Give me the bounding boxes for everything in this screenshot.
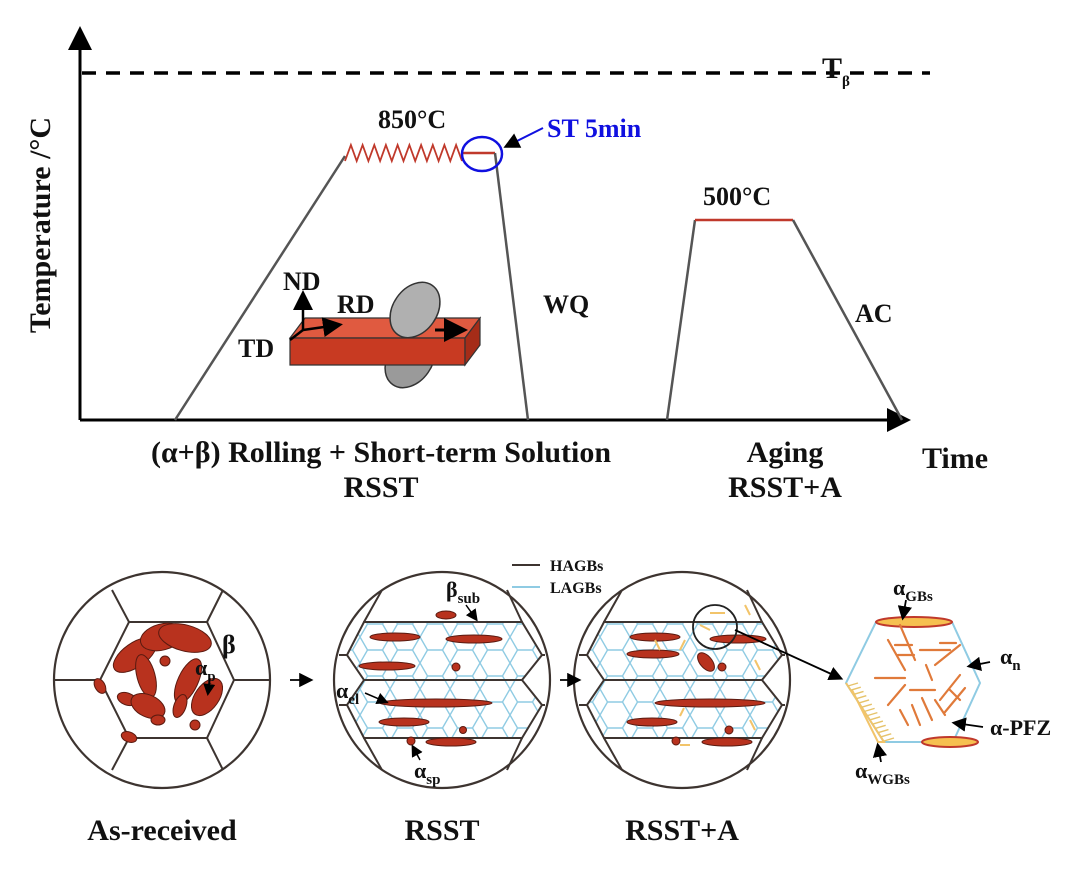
solution-temp-label: 850°C bbox=[378, 105, 446, 134]
solution-hold-label: ST 5min bbox=[547, 114, 642, 143]
beta-label: β bbox=[222, 630, 236, 659]
td-label: TD bbox=[238, 334, 274, 363]
ac-label: AC bbox=[855, 299, 893, 328]
rolling-zigzag bbox=[344, 142, 463, 164]
alpha-wgbs-label: αWGBs bbox=[855, 758, 910, 788]
alpha-p-label: αp bbox=[195, 655, 216, 685]
rd-label: RD bbox=[337, 290, 375, 319]
air-cool-line bbox=[791, 219, 904, 421]
as-received-particles bbox=[93, 622, 224, 743]
legend-lagbs: LAGBs bbox=[550, 580, 602, 597]
microstructure-schematics bbox=[52, 570, 792, 790]
stage1-title: (α+β) Rolling + Short-term Solution bbox=[151, 436, 611, 469]
alpha-n-label: αn bbox=[1000, 644, 1021, 674]
x-axis-label: Time bbox=[922, 442, 988, 475]
rsst-a-particles bbox=[626, 632, 767, 747]
aged-grain-detail: αGBs αn α-PFZ αWGBs bbox=[844, 575, 1051, 788]
grain-circle bbox=[52, 570, 272, 790]
grain-3 bbox=[572, 570, 792, 790]
zoom-circle bbox=[692, 604, 738, 650]
grain-1 bbox=[52, 570, 272, 790]
hold-highlight-circle bbox=[460, 135, 504, 173]
y-axis-label: Temperature /°C bbox=[24, 117, 57, 333]
aging-ramp bbox=[665, 219, 697, 421]
heating-ramp bbox=[173, 155, 347, 421]
wq-label: WQ bbox=[543, 290, 589, 319]
aging-temp-label: 500°C bbox=[703, 182, 771, 211]
water-quench-line bbox=[493, 152, 530, 421]
caption-rsst: RSST bbox=[404, 814, 479, 847]
hold-arrow bbox=[503, 127, 544, 148]
stage2-title: Aging bbox=[747, 436, 824, 469]
alpha-gbs-label: αGBs bbox=[893, 575, 933, 605]
legend-hagbs: HAGBs bbox=[550, 558, 603, 575]
rolling-illustration: ND RD TD bbox=[238, 267, 482, 389]
rsst-particles bbox=[358, 610, 503, 747]
nd-label: ND bbox=[283, 267, 321, 296]
alpha-pfz-label: α-PFZ bbox=[990, 715, 1051, 740]
beta-sub-label: βsub bbox=[446, 577, 480, 607]
caption-as-received: As-received bbox=[87, 814, 237, 847]
rsst-a-lagb-precipitates bbox=[654, 604, 761, 746]
zoom-arrow bbox=[734, 629, 844, 681]
grain-boundary-legend: HAGBs LAGBs bbox=[512, 558, 603, 597]
grain-circle bbox=[332, 570, 552, 790]
stage1-code: RSST bbox=[343, 471, 418, 504]
alpha-el-label: αel bbox=[336, 678, 359, 708]
caption-rsst-a: RSST+A bbox=[625, 814, 739, 847]
alpha-sp-label: αsp bbox=[414, 758, 440, 788]
beta-transus-label: Tβ bbox=[822, 52, 850, 90]
stage2-code: RSST+A bbox=[728, 471, 842, 504]
grain-2 bbox=[332, 570, 552, 790]
temperature-time-chart: Tβ Temperature /°C Time 850°C ST 5min WQ… bbox=[24, 26, 988, 504]
